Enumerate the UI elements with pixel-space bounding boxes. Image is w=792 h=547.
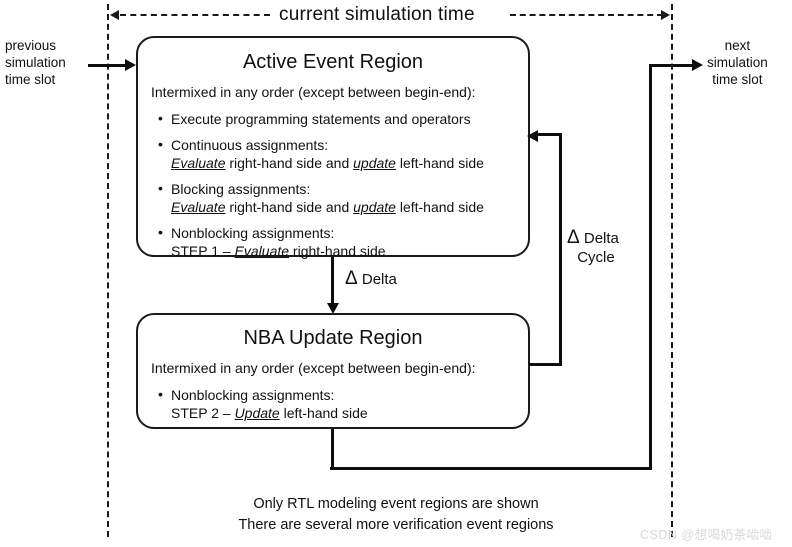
active-event-region-title: Active Event Region (242, 51, 424, 73)
delta-symbol-icon: Δ (345, 268, 358, 289)
bullet-execute-statements: Execute programming statements and opera… (158, 109, 518, 128)
time-boundary-right (671, 4, 673, 537)
current-time-span-right (510, 14, 663, 16)
evaluate-emphasis: Evaluate (234, 243, 290, 259)
exit-arrow-line (650, 64, 694, 67)
active-event-region-bullets: Execute programming statements and opera… (158, 109, 518, 268)
bullet-mid-text: right-hand side and (225, 199, 354, 215)
bullet-line-2: STEP 2 – Update left-hand side (171, 404, 518, 422)
bullet-line-2: STEP 1 – Evaluate right-hand side (171, 242, 518, 260)
next-slot-line3: time slot (712, 72, 763, 87)
update-emphasis: update (353, 155, 396, 171)
update-emphasis: update (353, 199, 396, 215)
active-event-region-intro: Intermixed in any order (except between … (151, 84, 476, 100)
exit-path-horizontal-bottom (330, 467, 652, 470)
bullet-line-1: Continuous assignments: (171, 137, 329, 153)
delta-cycle-line1: Delta (583, 230, 619, 247)
step-label: STEP 2 – (171, 405, 235, 421)
bullet-line-2: Evaluate right-hand side and update left… (171, 198, 518, 216)
bullet-mid-text: left-hand side (279, 405, 368, 421)
entry-arrow-line (88, 64, 126, 67)
delta-cycle-label: Δ Delta Cycle (567, 228, 619, 267)
delta-arrow-line (331, 257, 334, 305)
previous-time-slot-label: previous simulation time slot (5, 37, 66, 88)
delta-text: Delta (361, 271, 397, 288)
bullet-line-1: Execute programming statements and opera… (171, 111, 471, 127)
evaluate-emphasis: Evaluate (171, 155, 226, 171)
current-time-arrow-right-head (661, 10, 670, 20)
delta-arrow-head (327, 303, 339, 314)
update-emphasis: Update (234, 405, 280, 421)
bullet-nonblocking-assignments-step2: Nonblocking assignments: STEP 2 – Update… (158, 385, 518, 422)
bullet-post-text: left-hand side (395, 155, 484, 171)
bullet-mid-text: right-hand side and (225, 155, 354, 171)
entry-arrow-head (125, 59, 136, 71)
active-event-region-box: Active Event Region Intermixed in any or… (136, 36, 530, 259)
time-boundary-left (107, 4, 109, 537)
delta-cycle-symbol-icon: Δ (567, 227, 580, 248)
delta-cycle-bottom-segment (529, 363, 562, 366)
exit-path-vertical-right (649, 64, 652, 469)
previous-slot-line1: previous (5, 38, 57, 53)
bullet-line-1: Nonblocking assignments: (171, 225, 335, 241)
csdn-watermark: CSDN @想喝奶茶啮啮 (640, 528, 773, 542)
next-slot-line1: next (724, 38, 751, 53)
delta-cycle-arrow-head (527, 130, 538, 142)
delta-cycle-top-segment (536, 133, 562, 136)
current-time-arrow-left-head (110, 10, 119, 20)
nba-update-region-intro: Intermixed in any order (except between … (151, 360, 476, 376)
previous-slot-line2: simulation (5, 55, 66, 70)
bullet-continuous-assignments: Continuous assignments: Evaluate right-h… (158, 135, 518, 172)
evaluate-emphasis: Evaluate (171, 199, 226, 215)
nba-update-region-title: NBA Update Region (243, 327, 423, 349)
page-title: current simulation time (279, 4, 475, 25)
nba-update-region-box: NBA Update Region Intermixed in any orde… (136, 313, 530, 429)
nba-update-region-bullets: Nonblocking assignments: STEP 2 – Update… (158, 385, 518, 430)
footer-line-2: There are several more verification even… (238, 517, 554, 533)
current-time-span-left (120, 14, 270, 16)
bullet-blocking-assignments: Blocking assignments: Evaluate right-han… (158, 179, 518, 216)
footer-notes: Only RTL modeling event regions are show… (0, 494, 792, 536)
previous-slot-line3: time slot (5, 72, 56, 87)
next-slot-line2: simulation (707, 55, 768, 70)
bullet-mid-text: right-hand side (289, 243, 386, 259)
bullet-line-1: Blocking assignments: (171, 181, 311, 197)
exit-path-vertical-left (331, 429, 334, 470)
footer-line-1: Only RTL modeling event regions are show… (253, 496, 539, 512)
bullet-line-2: Evaluate right-hand side and update left… (171, 154, 518, 172)
step-label: STEP 1 – (171, 243, 235, 259)
delta-cycle-vertical-segment (559, 133, 562, 366)
next-time-slot-label: next simulation time slot (707, 37, 768, 88)
exit-arrow-head (692, 59, 703, 71)
bullet-post-text: left-hand side (395, 199, 484, 215)
bullet-nonblocking-assignments-step1: Nonblocking assignments: STEP 1 – Evalua… (158, 223, 518, 260)
delta-cycle-line2: Cycle (577, 249, 615, 266)
delta-label: Δ Delta (345, 269, 397, 289)
bullet-line-1: Nonblocking assignments: (171, 387, 335, 403)
